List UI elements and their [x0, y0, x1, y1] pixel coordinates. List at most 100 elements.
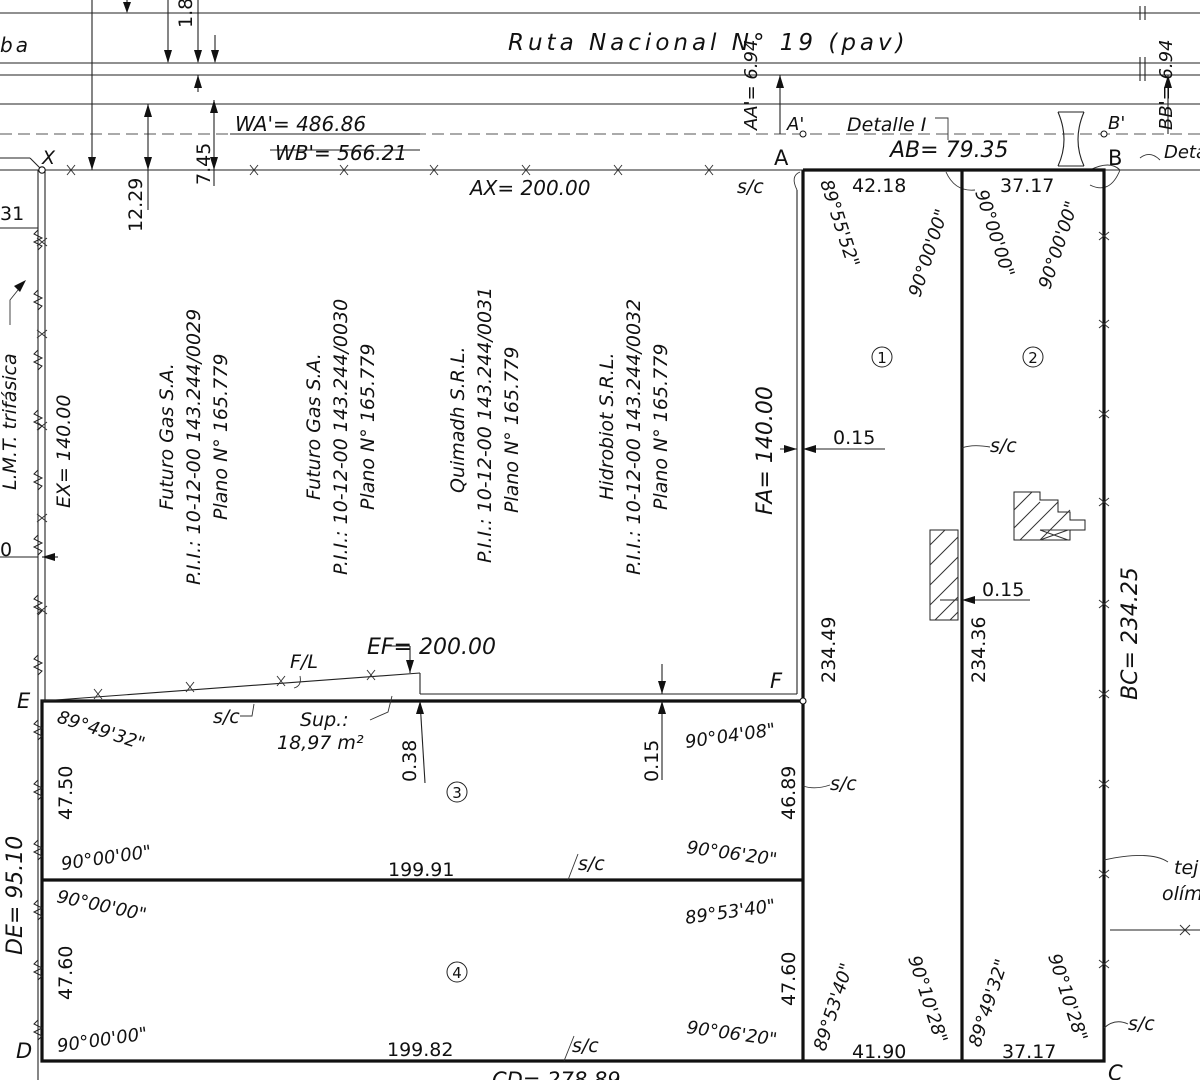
neighbor-boundary — [0, 157, 807, 1080]
dim-7-45: 7.45 — [193, 143, 215, 185]
measure-0-15-a-arrow — [780, 445, 885, 453]
point-b-prime: B' — [1108, 113, 1125, 134]
point-a: A — [774, 146, 789, 170]
note-sup-leader — [369, 695, 393, 721]
measure-234-49: 234.49 — [818, 617, 840, 683]
point-x: X — [41, 147, 56, 169]
left-zigzags — [32, 229, 44, 1041]
note-sc-mid: s/c — [578, 853, 605, 875]
measure-37-17-bottom: 37.17 — [1002, 1041, 1056, 1063]
fence-marks — [36, 164, 1191, 969]
note-tej: tej — [1174, 857, 1199, 879]
angle-90-top-2: 90°00'00" — [970, 187, 1018, 280]
building-lot2 — [1013, 491, 1086, 541]
neighbor-2-name: Futuro Gas S.A. — [303, 353, 325, 500]
dim-aa: AA'= 6.94 — [741, 40, 762, 131]
dim-bb: BB'= 6.94 — [1156, 39, 1177, 130]
measure-0-15-a: 0.15 — [833, 427, 875, 449]
note-sc-c: s/c — [1128, 1013, 1155, 1035]
neighbor-3: Quimadh S.R.L. P.I.I.: 10-12-00 143.244/… — [447, 287, 523, 563]
measure-0-15-b: 0.15 — [982, 579, 1024, 601]
dim-wb: WB'= 566.21 — [275, 141, 407, 165]
neighbor-4-pii: P.I.I.: 10-12-00 143.244/0032 — [623, 299, 645, 575]
note-olim: olím — [1162, 883, 1200, 905]
neighbor-3-plano: Plano N° 165.779 — [501, 347, 523, 513]
road-left-fragment: ba — [0, 33, 31, 57]
lot-1-marker: 1 — [871, 346, 893, 368]
top-dimension-lines — [88, 0, 1172, 210]
lot-1-number: 1 — [877, 349, 887, 367]
neighbor-2-pii: P.I.I.: 10-12-00 143.244/0030 — [330, 299, 352, 575]
angle-89-53-40-l4: 89°53'40" — [684, 895, 777, 928]
lot-2-marker: 2 — [1022, 346, 1044, 368]
lot-3-number: 3 — [452, 784, 462, 802]
neighbor-2-plano: Plano N° 165.779 — [357, 344, 379, 510]
dim-de: DE= 95.10 — [3, 836, 28, 955]
point-a-prime: A' — [786, 114, 804, 135]
measure-0-38-arrow — [390, 645, 426, 784]
lot-2-number: 2 — [1028, 349, 1038, 367]
measure-234-36: 234.36 — [968, 617, 990, 683]
neighbor-2: Futuro Gas S.A. P.I.I.: 10-12-00 143.244… — [303, 299, 379, 575]
road-right-fragment: Deta — [1164, 142, 1200, 163]
point-f: F — [770, 669, 783, 693]
neighbor-4: Hidrobiot S.R.L. P.I.I.: 10-12-00 143.24… — [596, 299, 672, 575]
measure-0-15-c: 0.15 — [641, 740, 663, 782]
dim-bc: BC= 234.25 — [1118, 567, 1143, 700]
angle-90-10-28-a: 90°10'28" — [903, 953, 951, 1046]
measure-37-17-top: 37.17 — [1000, 175, 1054, 197]
detalle-label: Detalle I — [847, 114, 927, 136]
angle-90-04-08: 90°04'08" — [684, 719, 777, 752]
measure-47-60-right: 47.60 — [778, 952, 800, 1006]
measure-0-38: 0.38 — [399, 740, 421, 782]
angle-90-06-20-l3: 90°06'20" — [685, 837, 778, 870]
dim-wa: WA'= 486.86 — [235, 112, 366, 136]
neighbor-1-name: Futuro Gas S.A. — [156, 363, 178, 510]
note-sc-c-leader — [1103, 1021, 1129, 1029]
dim-ef: EF= 200.00 — [367, 635, 496, 660]
dim-12-29: 12.29 — [125, 178, 147, 232]
note-sc-lot3: s/c — [830, 773, 857, 795]
note-tej-leader — [1103, 855, 1169, 863]
point-b: B — [1108, 146, 1122, 170]
note-sc-lot3-leader — [802, 784, 831, 789]
measure-46-89: 46.89 — [778, 766, 800, 820]
note-sc-lot2-leader — [961, 445, 991, 449]
neighbor-1: Futuro Gas S.A. P.I.I.: 10-12-00 143.244… — [156, 309, 232, 585]
note-sc-bot: s/c — [572, 1035, 599, 1057]
lmt-label: L.M.T. trifásica — [0, 353, 21, 490]
note-sc-a: s/c — [737, 176, 764, 198]
measure-199-91: 199.91 — [388, 859, 454, 881]
measure-41-90: 41.90 — [852, 1041, 906, 1063]
note-fl: F/L — [290, 651, 318, 673]
note-sup: Sup.: — [300, 709, 349, 731]
road-name: Ruta Nacional N° 19 (pav) — [508, 30, 909, 56]
dim-fa: FA= 140.00 — [753, 386, 778, 515]
measure-47-60-left: 47.60 — [55, 946, 77, 1000]
angle-90-00-l4-bot: 90°00'00" — [56, 1023, 149, 1056]
left-fragment-0: 0 — [0, 539, 12, 561]
point-d: D — [16, 1039, 32, 1063]
note-sc-e: s/c — [213, 706, 240, 728]
angle-89-53-40-bot: 89°53'40" — [810, 961, 858, 1054]
angle-90-10-28-b: 90°10'28" — [1043, 951, 1091, 1044]
note-sc-bot-leader — [563, 1035, 575, 1062]
angle-90-06-20-l4: 90°06'20" — [685, 1017, 778, 1050]
neighbor-3-name: Quimadh S.R.L. — [447, 346, 469, 493]
neighbor-4-plano: Plano N° 165.779 — [650, 344, 672, 510]
angle-89-49-32-bot: 89°49'32" — [965, 957, 1013, 1050]
dim-ax: AX= 200.00 — [468, 176, 590, 200]
note-sup-value: 18,97 m² — [277, 732, 364, 754]
neighbor-1-plano: Plano N° 165.779 — [210, 354, 232, 520]
measure-47-50: 47.50 — [55, 766, 77, 820]
note-fl-leader — [293, 675, 301, 689]
neighbor-3-pii: P.I.I.: 10-12-00 143.244/0031 — [474, 287, 496, 563]
angle-90-00-l3: 90°00'00" — [60, 841, 153, 874]
angle-90-00-l4-top: 90°00'00" — [55, 886, 148, 925]
lmt-arrow — [14, 280, 26, 292]
dim-1-8: 1.8 — [175, 0, 197, 28]
lot-4-marker: 4 — [446, 961, 468, 983]
neighbor-4-name: Hidrobiot S.R.L. — [596, 353, 618, 500]
measure-42-18: 42.18 — [852, 175, 906, 197]
